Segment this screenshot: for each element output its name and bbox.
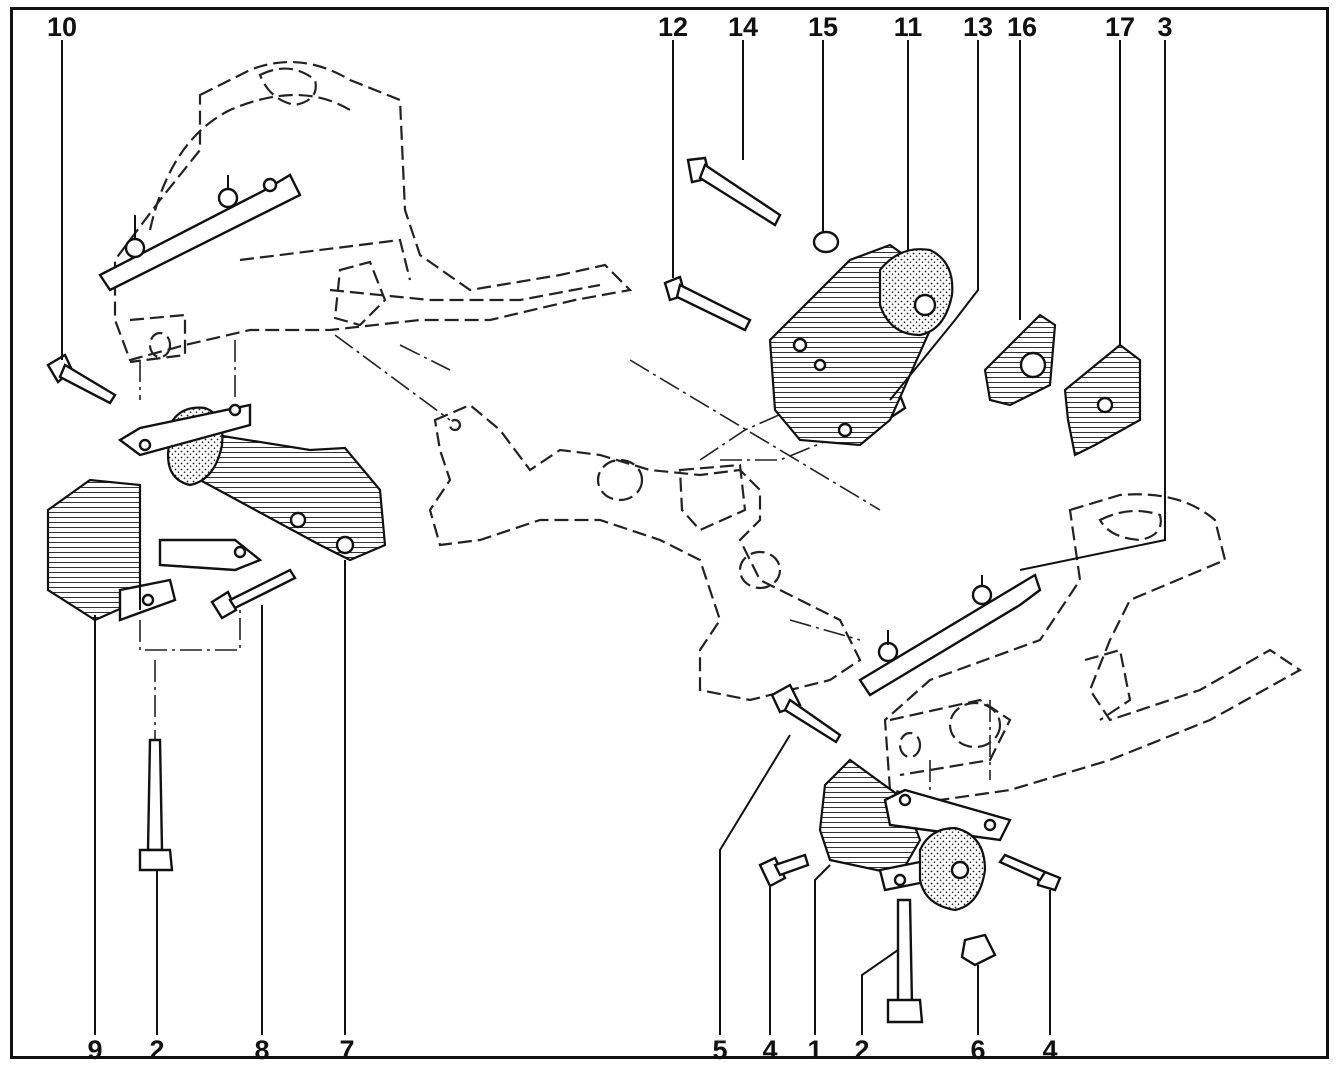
left-mounting-plate	[98, 173, 302, 292]
callout-4-right: 4	[1042, 1035, 1058, 1065]
callout-2-right: 2	[854, 1035, 870, 1065]
callout-5: 5	[712, 1035, 728, 1065]
bolts	[46, 156, 1062, 1024]
callout-3: 3	[1157, 12, 1173, 42]
callout-7: 7	[339, 1035, 355, 1065]
right-engine-mount	[768, 243, 954, 447]
right-mounting-plate	[858, 573, 1042, 697]
callout-10: 10	[46, 12, 78, 42]
callout-4-left: 4	[762, 1035, 778, 1065]
callout-11: 11	[893, 12, 923, 42]
callout-17: 17	[1104, 12, 1136, 42]
callout-1: 1	[807, 1035, 823, 1065]
assembly-lines	[139, 334, 991, 790]
right-mount	[818, 758, 1012, 912]
callout-13: 13	[962, 12, 994, 42]
leader-lines	[61, 40, 1166, 1035]
callout-9: 9	[87, 1035, 103, 1065]
diagram-frame	[10, 7, 1329, 1059]
cover-plates	[983, 313, 1142, 457]
subframe	[428, 403, 862, 702]
callout-2-left: 2	[149, 1035, 165, 1065]
callout-14: 14	[727, 12, 759, 42]
left-mount-bracket	[117, 403, 387, 562]
callout-16: 16	[1006, 12, 1038, 42]
callout-8: 8	[254, 1035, 270, 1065]
callout-12: 12	[657, 12, 689, 42]
callout-15: 15	[807, 12, 839, 42]
callout-6: 6	[970, 1035, 986, 1065]
left-body-rail	[113, 60, 633, 364]
left-mount-base	[46, 478, 263, 622]
